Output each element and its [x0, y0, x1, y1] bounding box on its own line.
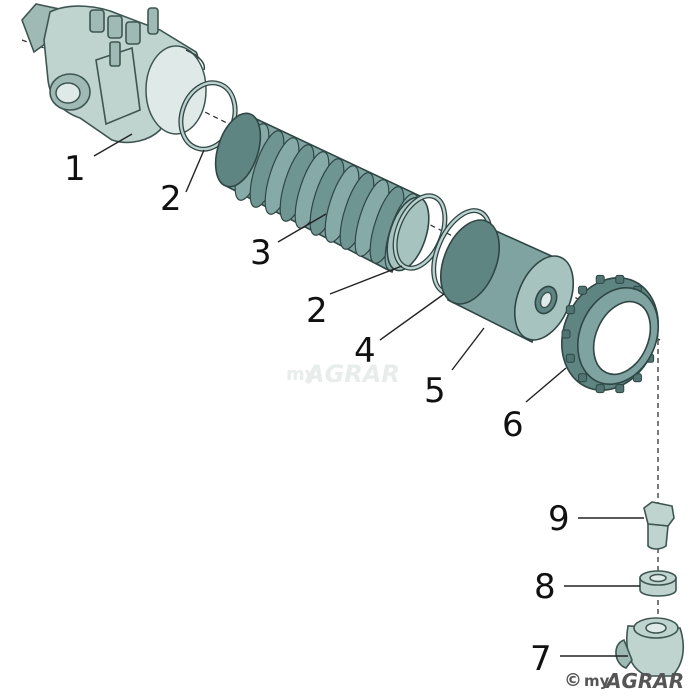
callout-9: 9	[548, 499, 570, 539]
copyright-brand: AGRAR	[604, 669, 684, 693]
watermark-brand: AGRAR	[304, 360, 400, 388]
leader-3	[277, 213, 327, 243]
callout-2b: 2	[306, 291, 328, 331]
watermark-center: my AGRAR	[286, 360, 400, 388]
callout-5: 5	[424, 371, 446, 411]
nut-bore	[592, 300, 652, 376]
cap-wing	[615, 639, 633, 669]
callout-8: 8	[534, 567, 556, 607]
housing-open-end	[145, 45, 207, 135]
nut-tooth	[578, 285, 588, 295]
housing-stub	[147, 7, 159, 35]
copyright-mark: © my AGRAR	[564, 669, 684, 693]
filter-ribs	[234, 123, 420, 271]
nipple-stem	[647, 523, 669, 550]
part-3-filter-element	[214, 112, 430, 274]
part-9-nipple	[643, 501, 675, 550]
leader-2b	[329, 265, 403, 295]
washer-hole	[649, 573, 667, 583]
housing-boss-1	[89, 9, 105, 33]
callout-1: 1	[64, 149, 86, 189]
nut-tooth	[615, 384, 625, 394]
callout-4: 4	[354, 331, 376, 371]
copyright-symbol: ©	[564, 670, 582, 691]
leader-2a	[185, 149, 205, 193]
watermark-prefix: my	[286, 364, 317, 385]
housing-boss-2	[107, 15, 123, 39]
nut-tooth	[578, 373, 588, 383]
part-6-union-nut	[561, 274, 660, 394]
housing-side-port-bore	[55, 82, 81, 104]
nut-tooth	[595, 384, 605, 394]
cap-opening	[645, 622, 667, 634]
leader-5	[451, 327, 485, 371]
bowl-rim	[439, 219, 501, 305]
leader-6	[525, 367, 567, 403]
filter-end-cap	[214, 112, 262, 188]
leader-lines	[93, 133, 644, 657]
part-5-filter-bowl	[439, 219, 575, 344]
housing-boss-4	[109, 41, 121, 67]
nut-tooth	[595, 274, 605, 284]
nut-tooth	[615, 274, 625, 284]
nut-tooth	[565, 353, 575, 363]
callout-labels: 1 2 3 2 4 5 6 9 8 7	[64, 149, 570, 679]
part-8-washer	[639, 570, 677, 597]
housing-boss-3	[125, 21, 141, 45]
leader-4	[379, 293, 445, 341]
nut-tooth	[561, 329, 571, 339]
copyright-prefix: my	[584, 672, 610, 690]
callout-6: 6	[502, 405, 524, 445]
nut-tooth	[565, 305, 575, 315]
housing-thread-edge	[185, 49, 206, 71]
part-1-housing	[21, 3, 207, 144]
leader-1	[93, 133, 133, 157]
callout-7: 7	[530, 639, 552, 679]
nipple-hex	[643, 501, 675, 527]
callout-2a: 2	[160, 179, 182, 219]
bowl-outlet-bore	[539, 291, 553, 309]
part-7-cap	[615, 617, 685, 677]
callout-3: 3	[250, 233, 272, 273]
